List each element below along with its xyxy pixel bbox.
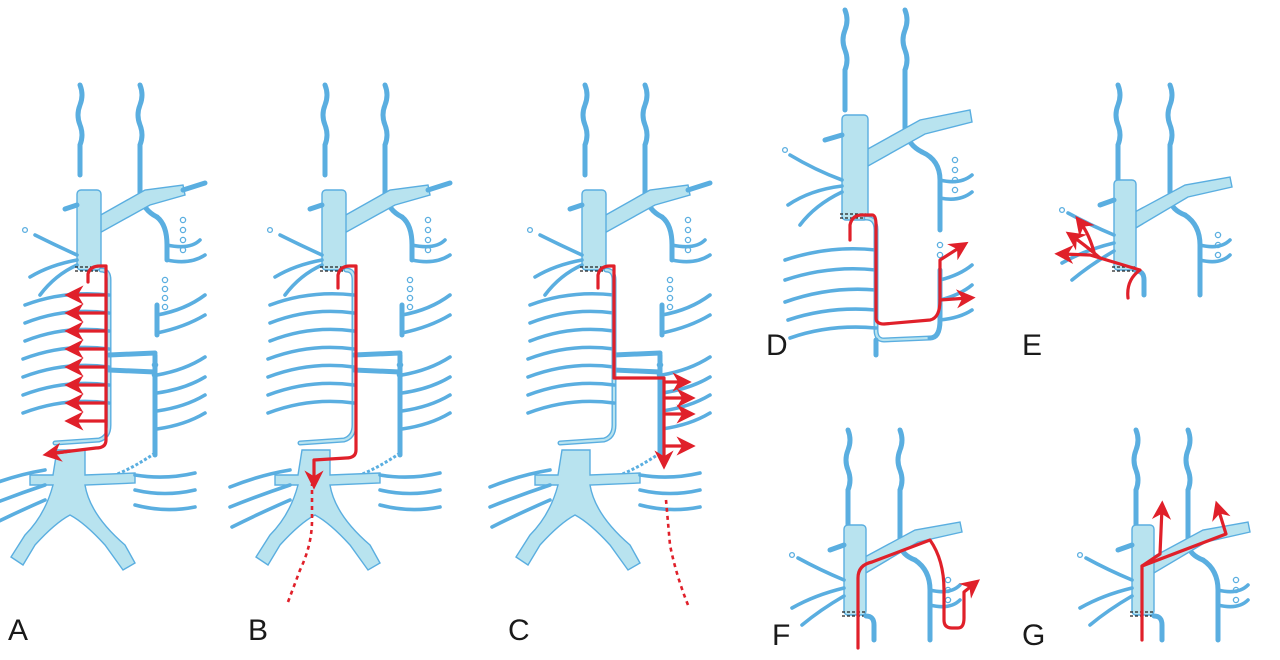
flow-dashed: [286, 484, 314, 603]
flow-path: [1054, 244, 1142, 300]
flow-path: [596, 264, 674, 470]
flow-path: [53, 264, 108, 455]
panel-b: B: [230, 85, 450, 647]
panel-c: C: [490, 85, 710, 647]
flow-arrows: [662, 372, 696, 456]
panel-a: A: [0, 85, 205, 647]
panel-e: E: [1022, 85, 1232, 362]
panel-g: G: [1022, 430, 1250, 652]
flow-path: [856, 538, 980, 650]
flow-arrows: [42, 285, 108, 462]
panel-label-f: F: [772, 619, 790, 652]
flow-path: [304, 264, 358, 490]
panel-f: F: [772, 430, 980, 652]
flow-arrow: [938, 289, 976, 309]
panel-d: D: [766, 10, 976, 362]
flow-arrow: [1065, 231, 1102, 260]
panel-label-b: B: [248, 614, 268, 647]
panel-label-c: C: [508, 614, 530, 647]
panel-label-g: G: [1022, 619, 1045, 652]
panel-label-a: A: [8, 614, 28, 647]
flow-path: [1140, 500, 1231, 568]
panel-label-d: D: [766, 329, 788, 362]
flow-dashed: [664, 499, 690, 606]
panel-label-e: E: [1022, 329, 1042, 362]
flow-path: [848, 213, 969, 326]
flow-arrow: [1075, 215, 1097, 258]
flow-path: [1140, 500, 1172, 642]
